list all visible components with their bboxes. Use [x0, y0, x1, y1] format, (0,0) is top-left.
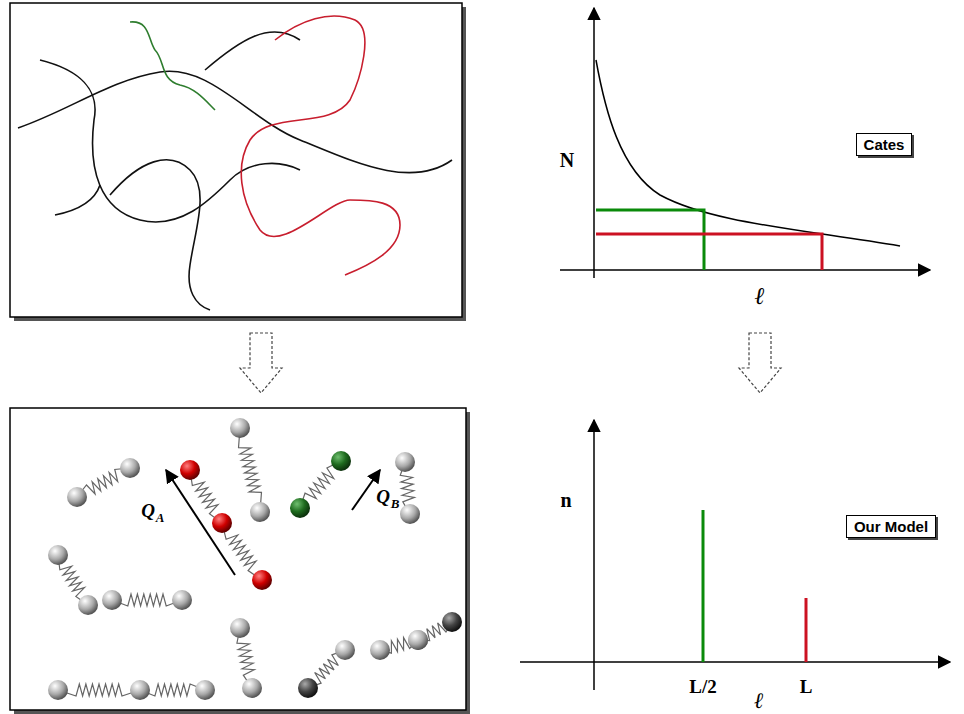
spring	[222, 523, 262, 580]
bead	[230, 418, 250, 438]
chains-panel	[10, 3, 466, 321]
axis-label: N	[560, 150, 574, 170]
spring	[58, 684, 140, 696]
bead	[180, 460, 200, 480]
axis-label: A	[156, 511, 165, 524]
legend-box: Our Model	[846, 515, 936, 538]
bead	[102, 590, 122, 610]
bead	[290, 498, 310, 518]
axis-label: ℓ	[754, 690, 763, 712]
box-label: Our Model	[854, 518, 928, 535]
bead	[172, 590, 192, 610]
bead	[230, 618, 250, 638]
transition-arrows	[240, 333, 781, 393]
bead	[48, 545, 68, 565]
spring	[239, 428, 262, 512]
bead	[408, 630, 428, 650]
axis-label: B	[391, 497, 400, 510]
bead	[298, 678, 318, 698]
bead	[67, 487, 87, 507]
bead	[212, 513, 232, 533]
bead	[252, 570, 272, 590]
bead	[335, 640, 355, 660]
bead	[331, 451, 351, 471]
axis-label: Q	[141, 501, 155, 520]
bead	[195, 680, 215, 700]
bead	[120, 458, 140, 478]
legend-box: Cates	[856, 133, 913, 156]
bead	[408, 630, 428, 650]
bead	[130, 680, 150, 700]
axis-label: ℓ	[755, 284, 765, 308]
bead	[395, 452, 415, 472]
axis-label: n	[560, 490, 571, 510]
spring	[112, 594, 182, 606]
bead	[242, 678, 262, 698]
axis-label: L/2	[689, 677, 716, 696]
bead	[442, 612, 462, 632]
axis-label: Q	[376, 487, 390, 506]
bead	[370, 640, 390, 660]
bead	[400, 504, 420, 524]
bead	[78, 595, 98, 615]
box-label: Cates	[864, 136, 905, 153]
bead	[48, 680, 68, 700]
axis-label: L	[800, 677, 813, 696]
model-distribution-chart	[520, 420, 950, 690]
bead	[250, 502, 270, 522]
length-distribution-chart	[560, 8, 930, 278]
dumbbell-panel	[10, 408, 470, 714]
